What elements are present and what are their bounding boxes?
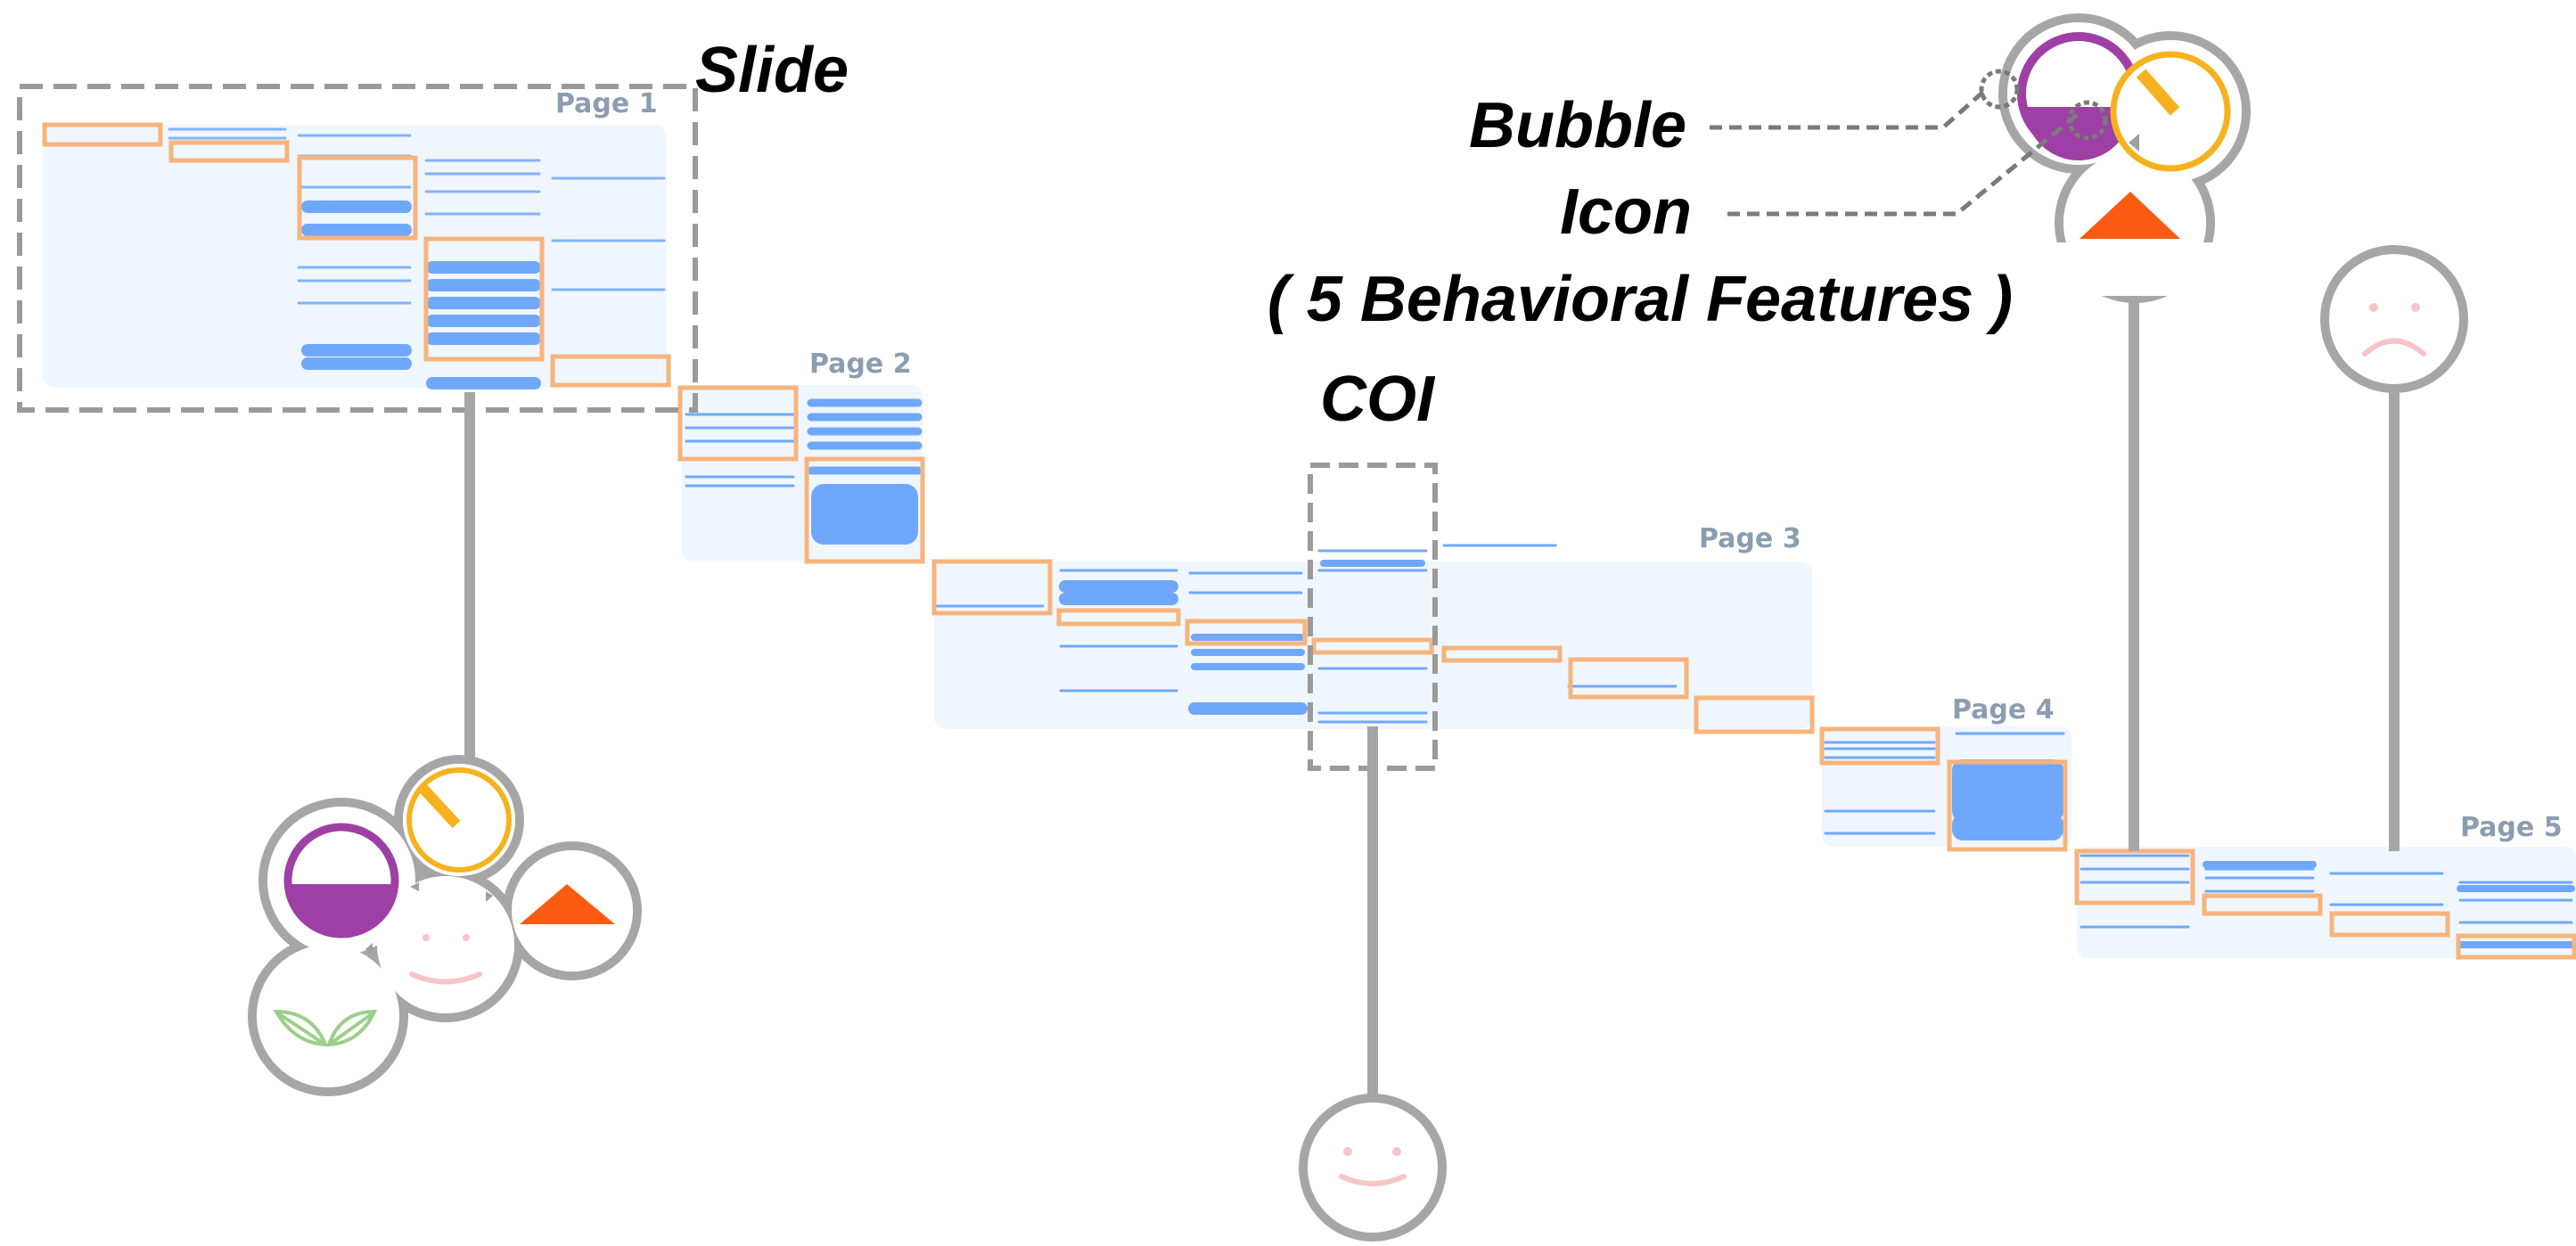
smiley-face-icon [409, 934, 482, 985]
icon-annotation: Icon [1560, 176, 1692, 248]
bubble-frown [2320, 245, 2468, 393]
page-3-label: Page 3 [1699, 523, 1801, 554]
slide-annotation: Slide [695, 35, 849, 106]
smiley-face-icon [1339, 1147, 1407, 1186]
annotation-leaders [1710, 90, 2083, 217]
orange-triangle-icon [520, 884, 615, 924]
page-5-label: Page 5 [2460, 812, 2563, 843]
bubble-stems [464, 299, 2400, 1098]
page-4-label: Page 4 [1952, 694, 2055, 725]
bubble-coi-smiley [1299, 1094, 1447, 1242]
page-labels: Page 1 Page 2 Page 3 Page 4 Page 5 [555, 88, 2563, 843]
clock-dial-icon [406, 767, 512, 873]
annotations: Slide Bubble Icon ( 5 Behavioral Feature… [695, 35, 2013, 435]
page-1-label: Page 1 [555, 88, 658, 119]
text-line-thumbnails [168, 127, 2575, 948]
bubble-cluster-top [1998, 13, 2251, 303]
leaf-icon [273, 1009, 378, 1047]
bubble-marker [1979, 69, 2020, 110]
page-2-label: Page 2 [809, 348, 912, 380]
bubble-cluster-large [248, 755, 642, 1096]
icon-marker [2067, 100, 2108, 141]
features-annotation: ( 5 Behavioral Features ) [1267, 264, 2013, 335]
coi-annotation: COI [1320, 364, 1436, 435]
frown-face-icon [2362, 303, 2426, 357]
clock-dial-icon [2110, 51, 2231, 172]
half-filled-circle-icon [283, 823, 399, 939]
page-5-panel [2077, 847, 2576, 958]
highlight-boxes [42, 122, 2576, 960]
orange-triangle-icon [2080, 192, 2180, 239]
bubble-annotation: Bubble [1469, 90, 1686, 161]
slide-window [17, 84, 698, 413]
